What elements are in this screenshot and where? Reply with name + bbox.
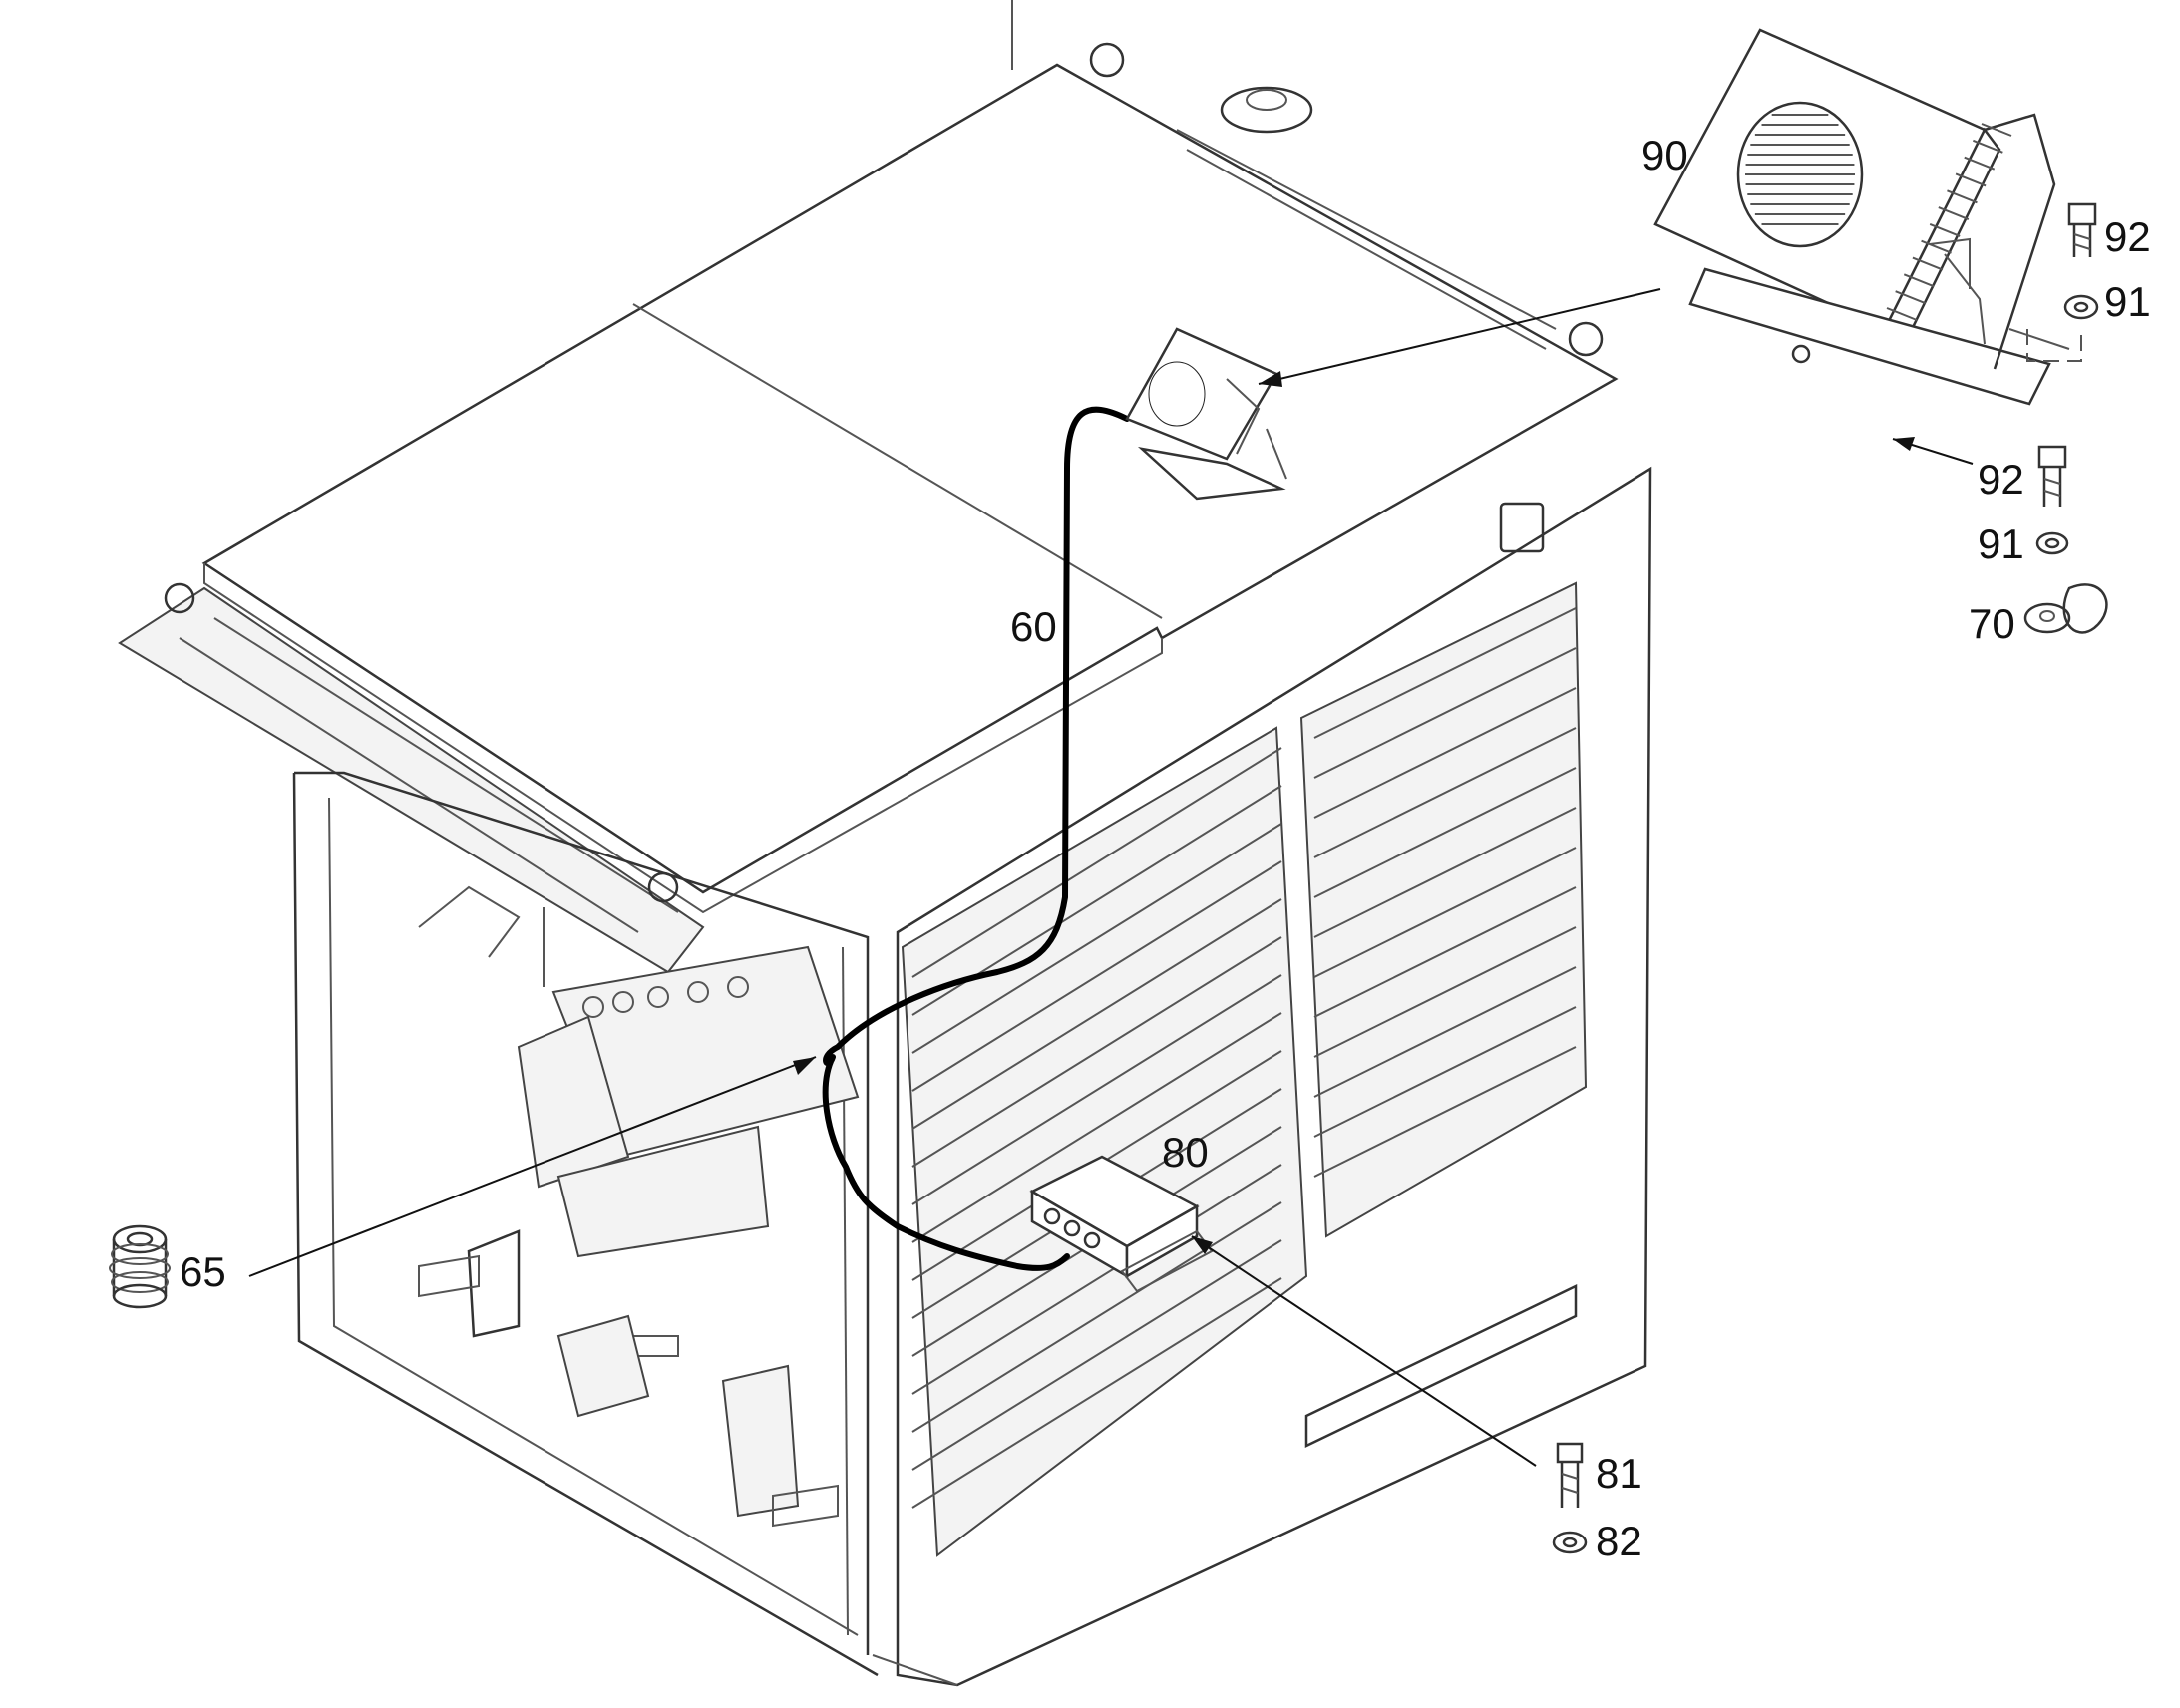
vent-slot (1938, 206, 1970, 221)
cab-roof-front-rail (118, 586, 705, 974)
callout-92-top: 92 (2104, 213, 2151, 260)
bolt-92-top (2067, 202, 2097, 257)
washer-91-bottom (2035, 531, 2069, 555)
callout-60: 60 (1010, 603, 1057, 650)
louvre-slat (1313, 647, 1577, 779)
louvre-slats (911, 607, 1577, 1509)
louvre-slat (911, 1277, 1282, 1509)
vent-slot (1947, 189, 1978, 204)
speaker-installed (1125, 327, 1287, 501)
wall-handle (1499, 502, 1545, 553)
operator-console (418, 945, 860, 1528)
vent-slot (1981, 123, 2012, 137)
cable-60 (822, 406, 1130, 1271)
vent-slot (1895, 290, 1927, 305)
speaker-grille (1736, 101, 1864, 248)
vent-slot (1912, 256, 1944, 271)
louvre-slat (911, 823, 1282, 1054)
cab-assembly (118, 0, 1652, 1687)
callout-92-bottom: 92 (1978, 456, 2024, 503)
louvre-slat (911, 974, 1282, 1205)
callout-90: 90 (1641, 132, 1688, 178)
leader-lines (248, 288, 1974, 1467)
callout-81: 81 (1596, 1450, 1642, 1497)
louvre-slat (911, 747, 1282, 978)
louvre-slat (911, 1201, 1282, 1433)
louvre-slat (1313, 847, 1577, 978)
louvre-slat (1313, 727, 1577, 858)
vent-slot (1955, 172, 1987, 187)
bolt-81 (1556, 1442, 1584, 1508)
washer-91-top (2063, 294, 2099, 320)
louvre-grille (901, 581, 1588, 1557)
vent-slot (1972, 139, 2003, 154)
vent-slot (1886, 307, 1918, 321)
louvre-slat (911, 1239, 1282, 1471)
louvre-slat (1313, 607, 1577, 739)
louvre-slat (1313, 926, 1577, 1058)
louvre-slat (1313, 886, 1577, 1018)
louvre-slat (1313, 687, 1577, 819)
louvre-slat (1313, 1046, 1577, 1178)
callouts: 90 92 91 92 91 70 60 80 65 81 82 (180, 132, 2151, 1564)
callout-65: 65 (180, 1248, 226, 1295)
louvre-slat (911, 1012, 1282, 1243)
cable-clamp-70 (2023, 583, 2108, 634)
louvre-slat (1313, 966, 1577, 1098)
louvre-slat (1313, 767, 1577, 898)
roof-rail-slats (179, 617, 679, 933)
louvre-slat (911, 898, 1282, 1130)
bolt-92-bottom (2037, 445, 2067, 507)
louvre-slat (911, 860, 1282, 1092)
vent-slot (1903, 273, 1935, 288)
callout-70: 70 (1969, 600, 2015, 647)
louvre-slat (1313, 807, 1577, 938)
louvre-slat (911, 1164, 1282, 1395)
callout-82: 82 (1596, 1518, 1642, 1564)
louvre-slat (1313, 1006, 1577, 1138)
callout-91-bottom: 91 (1978, 520, 2024, 567)
speaker-detail-90 (1653, 28, 2070, 406)
grommet-65 (109, 1224, 171, 1309)
vent-slot (1929, 222, 1961, 237)
louvre-slat (911, 936, 1282, 1168)
callout-80: 80 (1162, 1129, 1209, 1176)
vent-slot (1964, 156, 1996, 171)
washer-82 (1552, 1531, 1588, 1554)
control-box-80 (1029, 1155, 1214, 1293)
vent-slot (1921, 239, 1952, 254)
callout-91-top: 91 (2104, 278, 2151, 325)
